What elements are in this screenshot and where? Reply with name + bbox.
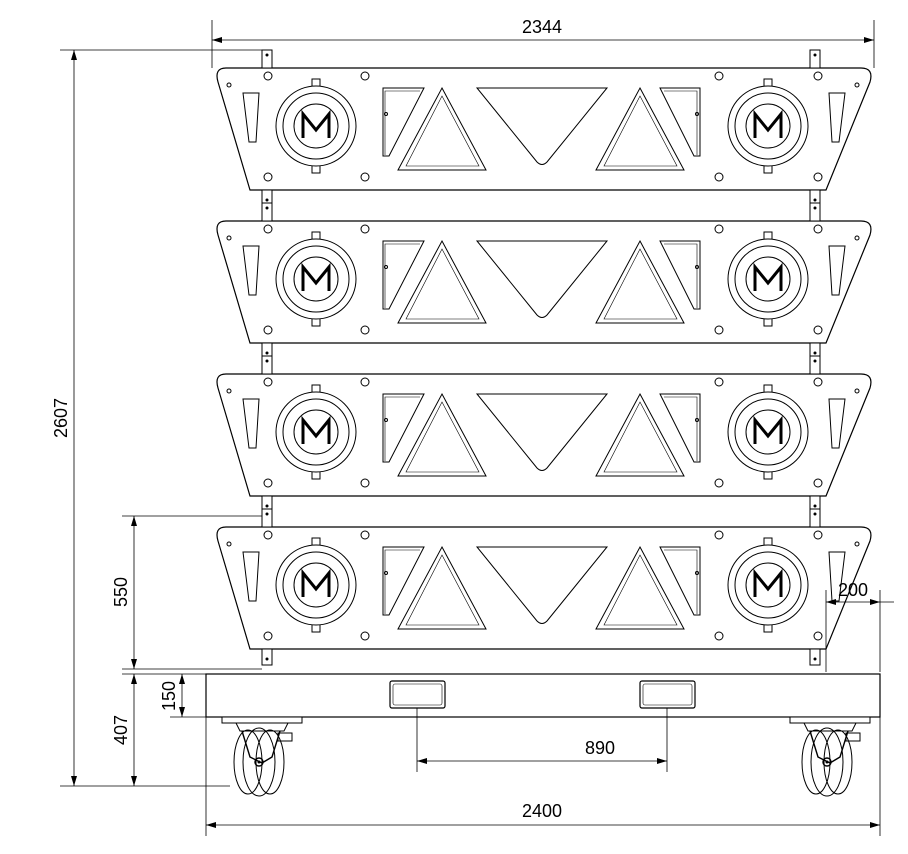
dim-label-base-beam-height: 150 — [159, 681, 179, 711]
dim-label-base-width: 2400 — [522, 801, 562, 821]
dim-frame-height: 550 — [111, 515, 262, 670]
dim-label-frame-height: 550 — [111, 577, 131, 607]
dim-label-fork-pocket-spacing: 890 — [585, 738, 615, 758]
dim-fork-pocket-spacing: 890 — [416, 708, 668, 772]
dim-overall-width: 2344 — [211, 17, 875, 68]
frame-panel-4 — [215, 507, 873, 667]
fork-pocket-right — [639, 680, 696, 709]
dim-offset-right: 200 — [825, 580, 894, 672]
dim-base-height: 407 — [111, 673, 206, 786]
dim-label-offset-right: 200 — [838, 580, 868, 600]
dim-base-width: 2400 — [205, 717, 881, 836]
dim-label-overall-width: 2344 — [522, 17, 562, 37]
dim-base-beam-height: 150 — [159, 674, 206, 718]
base-dolly — [205, 673, 881, 718]
fork-pocket-left — [389, 680, 446, 709]
caster-right — [789, 716, 871, 797]
dim-label-base-height: 407 — [111, 715, 131, 745]
dim-label-overall-height: 2607 — [51, 398, 71, 438]
frame-panel-2 — [215, 201, 873, 361]
caster-left — [221, 716, 303, 797]
frame-panel-3 — [215, 354, 873, 514]
dim-overall-height: 2607 — [51, 49, 262, 787]
frame-panel-1 — [215, 48, 873, 208]
